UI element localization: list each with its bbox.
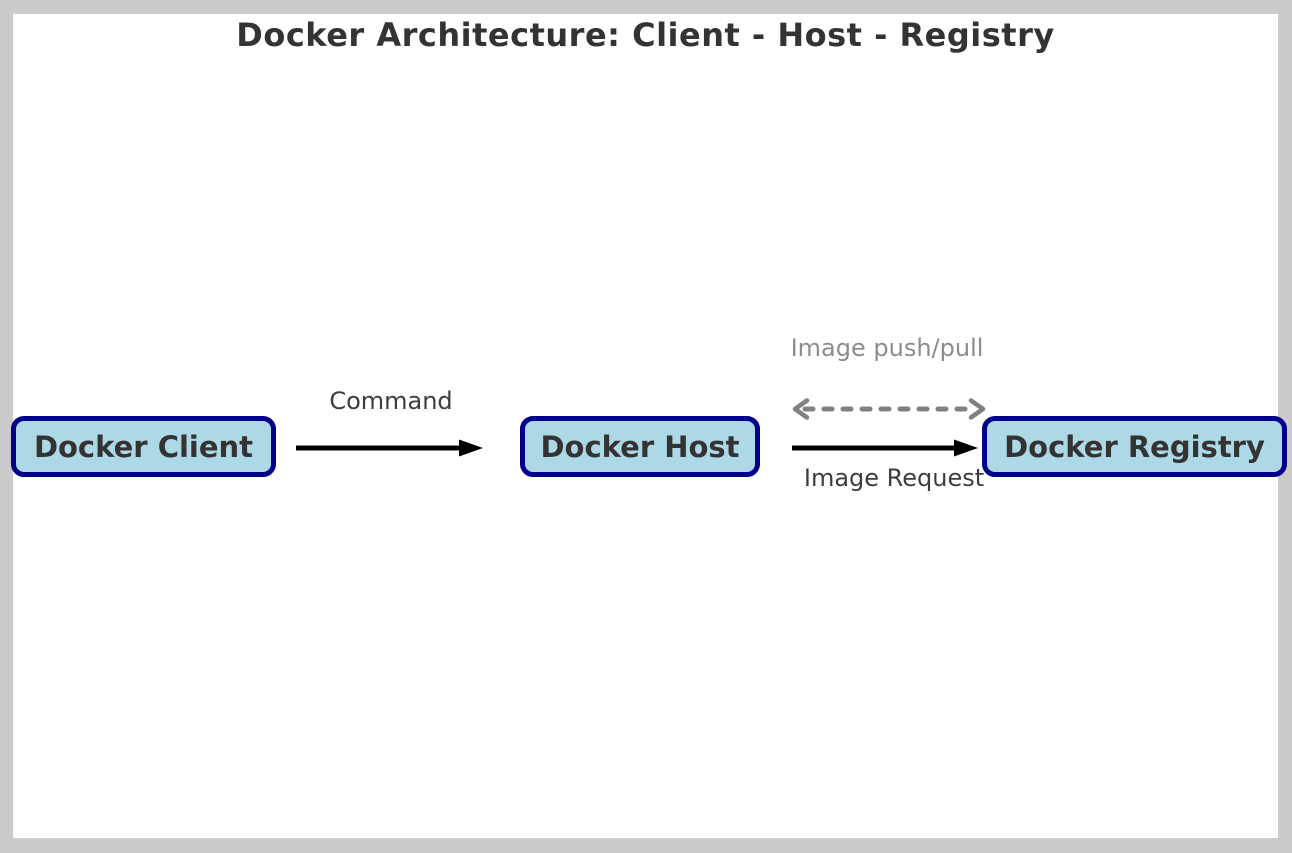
edge-label-image-push-pull: Image push/pull [790, 334, 984, 362]
image-push-pull-arrow [792, 398, 986, 420]
image-request-arrow [792, 439, 978, 457]
diagram-title: Docker Architecture: Client - Host - Reg… [236, 16, 1055, 54]
node-docker-registry-label: Docker Registry [1004, 429, 1265, 464]
command-arrow [296, 439, 483, 457]
edge-label-command: Command [329, 387, 453, 415]
node-docker-host-label: Docker Host [540, 429, 740, 464]
node-docker-host: Docker Host [520, 416, 760, 477]
node-docker-client: Docker Client [11, 416, 276, 477]
push-pull-left-arrowhead-icon [792, 398, 810, 420]
image-request-arrowhead-icon [954, 439, 978, 457]
node-docker-registry: Docker Registry [982, 416, 1287, 477]
push-pull-right-arrowhead-icon [968, 398, 986, 420]
command-arrowhead-icon [459, 439, 483, 457]
edge-label-image-request: Image Request [803, 464, 985, 492]
node-docker-client-label: Docker Client [33, 429, 254, 464]
